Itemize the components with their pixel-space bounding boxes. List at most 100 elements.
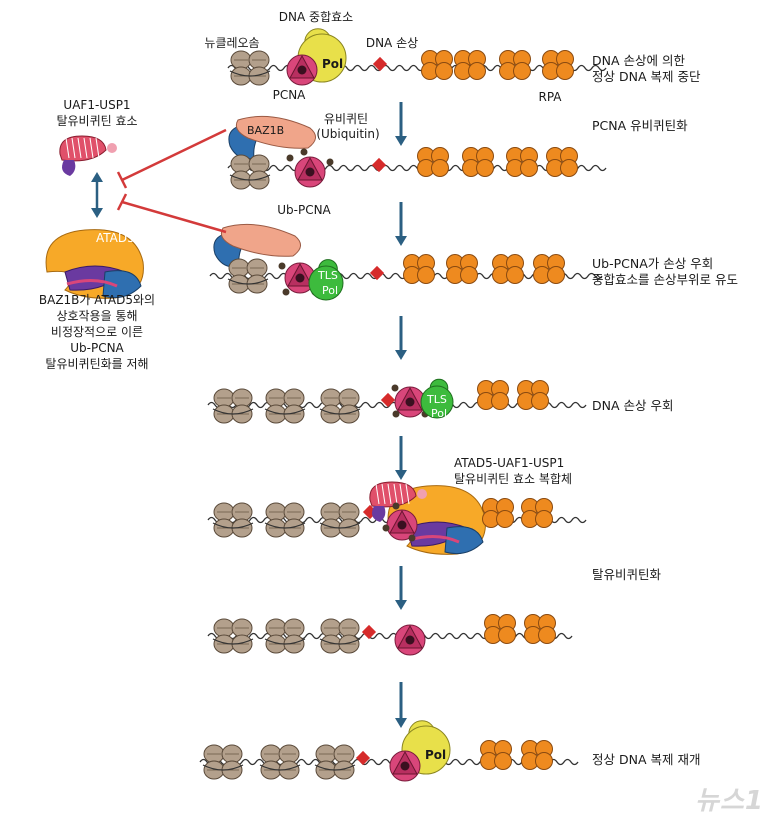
atad5-pink-strand	[66, 279, 118, 288]
step7-label: 정상 DNA 복제 재개	[592, 752, 701, 767]
ubiquitin-icon	[286, 154, 294, 162]
uaf1-stripe	[89, 137, 94, 159]
uaf1-stripe	[393, 483, 398, 505]
atad5-blue-domain	[102, 270, 142, 299]
uaf1-stripe	[71, 137, 76, 159]
rpa-icon	[454, 50, 486, 80]
pcna-ring-icon	[286, 54, 318, 86]
damage-diamond-icon	[355, 750, 371, 766]
rpa-icon	[403, 254, 435, 284]
nucleosome-icon	[319, 388, 361, 424]
pcna-ring-icon	[386, 509, 418, 541]
rpa-icon	[462, 147, 494, 177]
step-arrows	[91, 102, 407, 728]
wrapped-dna	[319, 408, 361, 415]
uaf1-stripe	[375, 483, 380, 505]
ubiquitin-icon	[382, 524, 390, 532]
rpa-icon	[492, 254, 524, 284]
uaf1-stripe	[399, 483, 404, 505]
wrapped-dna	[319, 522, 361, 529]
nucleosome-icon	[212, 388, 254, 424]
pcna-ring-icon	[394, 386, 426, 418]
damage-diamond-icon	[371, 157, 387, 173]
ubiquitin-icon	[326, 158, 334, 166]
inhibition-bar	[116, 171, 128, 189]
pol-label-4: Pol	[425, 748, 447, 762]
rpa-lobe	[476, 159, 494, 177]
uaf1-usp1-icon	[59, 135, 117, 176]
nucleosome-icon	[227, 258, 269, 294]
ub-pcna-label: Ub-PCNA	[277, 203, 331, 217]
wrapped-dna	[264, 638, 306, 645]
rpa-lobe	[520, 159, 538, 177]
step-arrow-head	[395, 600, 407, 610]
rpa-lobe	[435, 62, 453, 80]
wrapped-dna	[264, 522, 306, 529]
rpa-icon	[484, 614, 516, 644]
nucleosome-icon	[264, 618, 306, 654]
ubiquitin-icon	[392, 410, 400, 418]
pol-label-2: Pol	[322, 284, 339, 297]
side-text-line: BAZ1B가 ATAD5와의	[38, 293, 156, 307]
rpa-lobe	[494, 752, 512, 770]
rpa-lobe	[417, 266, 435, 284]
uaf1-stripe	[381, 483, 386, 505]
wrapped-dna	[212, 522, 254, 529]
ubiquitin-icon	[282, 288, 290, 296]
wrapped-dna	[259, 764, 301, 771]
nucleosome-icon	[314, 744, 356, 780]
rpa-icon	[546, 147, 578, 177]
atad5-blue-domain	[444, 526, 484, 555]
rpa-icon	[524, 614, 556, 644]
pcna-hole	[295, 273, 305, 283]
dna-strand	[207, 632, 573, 640]
interaction-arrow-head	[91, 172, 103, 182]
pcna-ring-icon	[284, 262, 316, 294]
inhibition-line	[121, 200, 227, 234]
dna-strand	[199, 758, 579, 766]
tls-body	[308, 265, 344, 301]
dna-damage-label: DNA 손상	[365, 36, 419, 50]
rpa-icon	[446, 254, 478, 284]
molecules	[45, 28, 578, 782]
watermark-logo: 뉴스1	[695, 786, 764, 816]
complex-label-1: ATAD5-UAF1-USP1	[454, 456, 565, 470]
wrapped-dna	[212, 638, 254, 645]
side-text-line: Ub-PCNA	[70, 341, 124, 355]
wrapped-dna	[227, 278, 269, 285]
ubiquitin-icon	[278, 262, 286, 270]
uaf1-stripe	[387, 483, 392, 505]
step4-label: DNA 손상 우회	[592, 398, 674, 413]
ubiquitin-label: 유비퀴틴	[323, 112, 369, 126]
step-arrow-head	[395, 718, 407, 728]
pcna-hole	[400, 761, 410, 771]
rpa-lobe	[498, 626, 516, 644]
rpa-lobe	[538, 626, 556, 644]
rpa-label: RPA	[538, 90, 562, 104]
wrapped-dna	[314, 764, 356, 771]
rpa-lobe	[556, 62, 574, 80]
wrapped-dna	[319, 638, 361, 645]
dna-polymerase-label: DNA 중합효소	[278, 10, 354, 24]
pcna-hole	[297, 65, 307, 75]
rpa-lobe	[496, 510, 514, 528]
interaction-arrow-head	[91, 208, 103, 218]
nucleosome-icon	[212, 618, 254, 654]
rpa-lobe	[491, 392, 509, 410]
ubiquitin-icon	[300, 148, 308, 156]
uaf1-stripe	[65, 137, 70, 159]
pol-label-3: Pol	[431, 407, 448, 420]
baz1b-icon	[213, 223, 301, 268]
rpa-icon	[521, 740, 553, 770]
rpa-icon	[480, 740, 512, 770]
ubiquitin-icon	[392, 502, 400, 510]
nucleosome-icon	[229, 154, 271, 190]
tls-label-2: TLS	[427, 393, 447, 406]
rpa-lobe	[431, 159, 449, 177]
pcna-ring-icon	[394, 624, 426, 656]
tls-polymerase-icon	[420, 378, 454, 419]
rpa-lobe	[468, 62, 486, 80]
damage-diamond-icon	[369, 265, 385, 281]
uaf1-stripe	[405, 483, 410, 505]
rpa-lobe	[531, 392, 549, 410]
